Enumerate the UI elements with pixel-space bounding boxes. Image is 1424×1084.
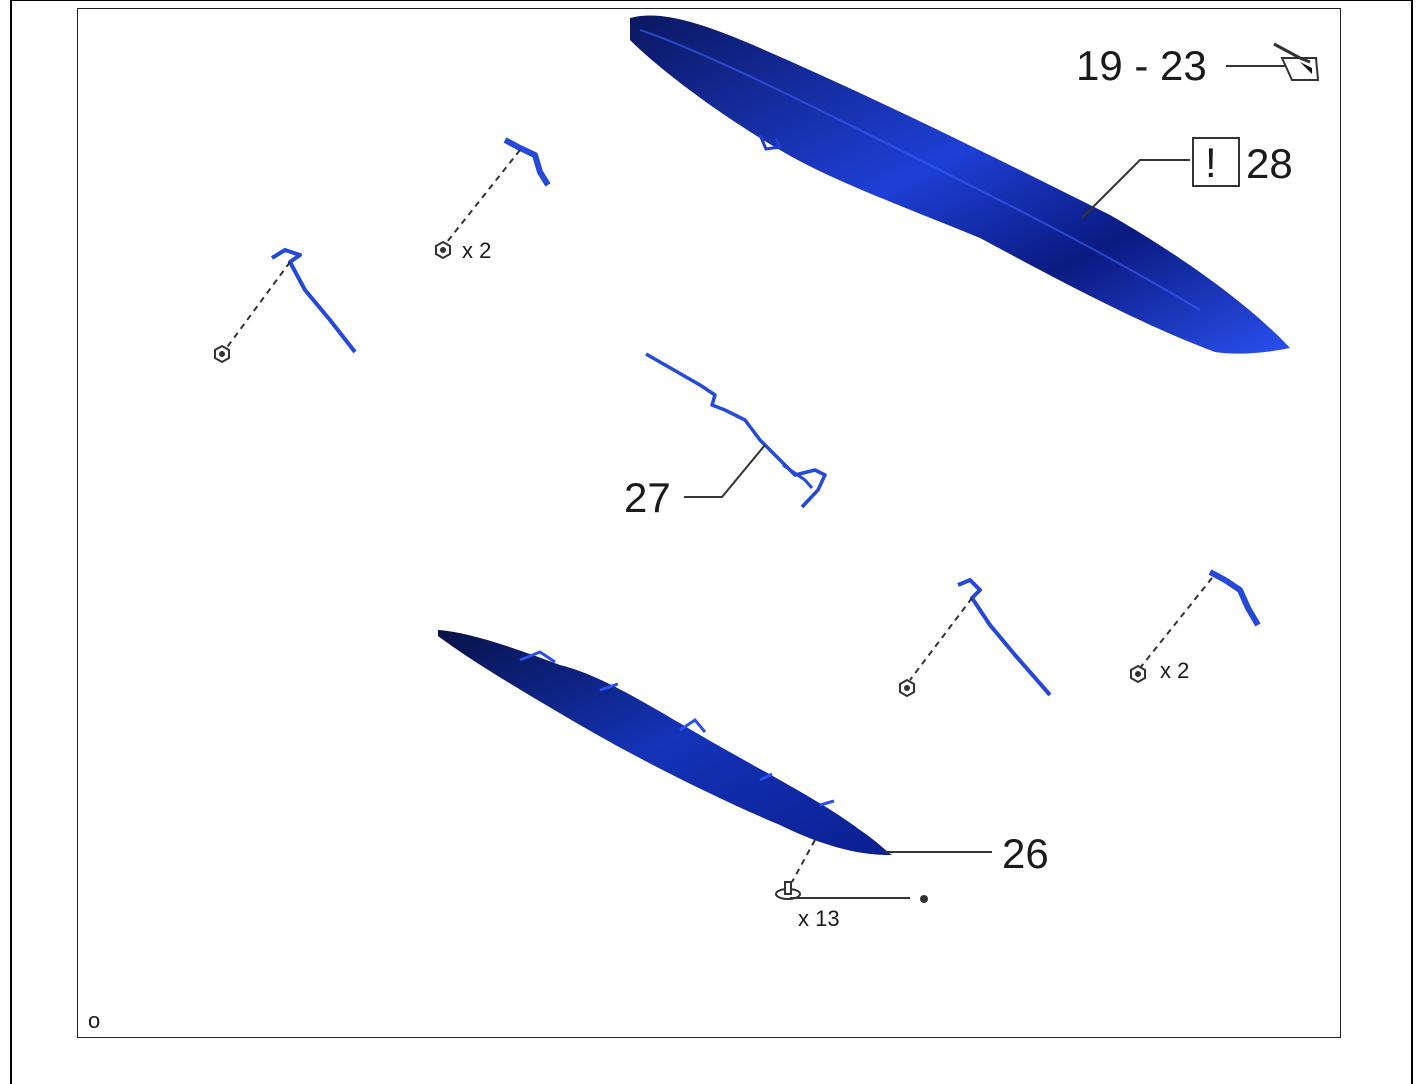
callout-27-label: 27 — [624, 474, 671, 521]
clip-quantity-label: x 13 — [798, 906, 840, 931]
hood-support-strut-left — [214, 248, 357, 364]
clip-fastener: x 13 — [775, 839, 928, 931]
callout-28: ! 28 — [1081, 137, 1293, 219]
clip-icon — [775, 881, 801, 900]
hood-hinge-bracket-left: x 2 — [435, 137, 551, 263]
engine-under-cover — [438, 630, 892, 856]
bolt-icon — [214, 344, 230, 364]
bolt-icon — [1130, 664, 1146, 684]
page-left-rule — [10, 0, 12, 1084]
page-top-rule — [10, 0, 1413, 1]
callout-26-label: 26 — [1002, 830, 1049, 877]
callout-27: 27 — [624, 444, 766, 521]
hood-support-strut-right — [899, 578, 1052, 698]
callout-torque-range: 19 - 23 — [1076, 42, 1320, 89]
hood-release-cable — [645, 352, 827, 509]
lubricant-can-icon — [1273, 42, 1320, 81]
warning-mark: ! — [1205, 139, 1217, 186]
warning-box-icon — [1192, 137, 1240, 187]
callout-28-label: 28 — [1246, 140, 1293, 187]
page-right-rule — [1411, 0, 1413, 1084]
leader-dot-icon — [920, 895, 928, 903]
hood-panel — [630, 15, 1290, 354]
bolt-quantity-label: x 2 — [462, 238, 491, 263]
bolt-icon — [899, 678, 915, 698]
bolt-icon — [435, 240, 451, 260]
callout-26: 26 — [885, 830, 1049, 877]
corner-mark: o — [88, 1008, 100, 1033]
callout-19-23: 19 - 23 — [1076, 42, 1207, 89]
diagram-frame — [77, 8, 1341, 1038]
bolt-quantity-label: x 2 — [1160, 658, 1189, 683]
hood-hinge-bracket-right: x 2 — [1130, 569, 1261, 684]
